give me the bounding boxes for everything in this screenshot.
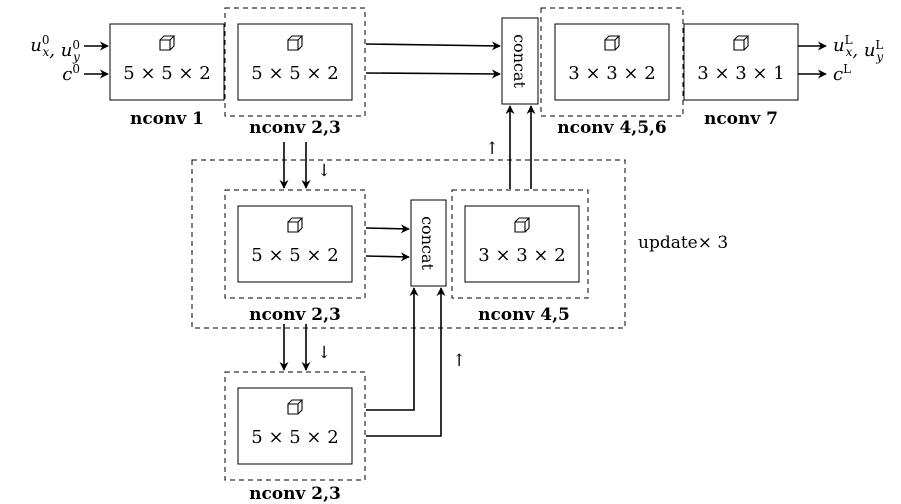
arrow-top-to-concat-2 <box>365 69 501 79</box>
loop-down-arrow-2: ↓ <box>317 343 331 363</box>
nconv23-top-label: nconv 2,3 <box>249 118 341 138</box>
nconv1-label: nconv 1 <box>130 109 204 129</box>
cube-icon <box>287 35 304 51</box>
arrow-mid-to-concat-2 <box>365 252 410 262</box>
update-loop-label: update× 3 <box>638 233 728 253</box>
group-nconv23-bot <box>224 371 366 481</box>
nconv23-mid-label: nconv 2,3 <box>249 305 341 325</box>
loop-down-arrow-1: ↓ <box>317 161 331 181</box>
cube-icon <box>514 217 531 233</box>
group-nconv23-top <box>224 7 366 117</box>
concat-mid-label: concat <box>418 216 437 270</box>
concat-mid-box <box>410 199 447 287</box>
cube-icon <box>159 35 176 51</box>
concat-top-box <box>501 17 539 105</box>
input-c0: c0 <box>62 62 80 85</box>
bottom-up-arrow: ↑ <box>452 351 466 371</box>
nconv23-mid-kernel: 5 × 5 × 2 <box>251 245 338 266</box>
nconv7-box <box>683 23 799 101</box>
nconv23-top-box <box>237 23 353 101</box>
nconv23-bot-label: nconv 2,3 <box>249 484 341 504</box>
nconv7-kernel: 3 × 3 × 1 <box>697 63 784 84</box>
group-nconv45 <box>451 189 589 299</box>
cube-icon <box>287 399 304 415</box>
arrow-bottom-to-concat-1 <box>366 287 419 411</box>
arrow-mid-to-concat-1 <box>365 224 410 234</box>
nconv456-label: nconv 4,5,6 <box>557 118 667 138</box>
loop-up-arrow: ↑ <box>485 139 499 159</box>
nconv23-top-kernel: 5 × 5 × 2 <box>251 63 338 84</box>
arrow-bottom-to-concat-2 <box>366 287 446 437</box>
nconv23-bot-kernel: 5 × 5 × 2 <box>251 427 338 448</box>
cube-icon <box>733 35 750 51</box>
concat-top-label: concat <box>510 34 529 88</box>
group-nconv23-mid <box>224 189 366 299</box>
nconv456-kernel: 3 × 3 × 2 <box>568 63 655 84</box>
nconv1-box <box>109 23 225 101</box>
nconv1-kernel: 5 × 5 × 2 <box>123 63 210 84</box>
group-nconv456 <box>540 7 684 117</box>
arrow-top-to-concat-1 <box>365 41 501 51</box>
cube-icon <box>287 217 304 233</box>
group-update-loop <box>191 159 626 329</box>
nconv45-kernel: 3 × 3 × 2 <box>478 245 565 266</box>
nconv23-bot-box <box>237 387 353 465</box>
nconv23-mid-box <box>237 205 353 283</box>
nconv7-label: nconv 7 <box>704 109 778 129</box>
nconv45-box <box>464 205 580 283</box>
nconv456-box <box>554 23 670 101</box>
cube-icon <box>604 35 621 51</box>
nconv45-label: nconv 4,5 <box>478 305 570 325</box>
output-cL: cL <box>833 62 851 85</box>
